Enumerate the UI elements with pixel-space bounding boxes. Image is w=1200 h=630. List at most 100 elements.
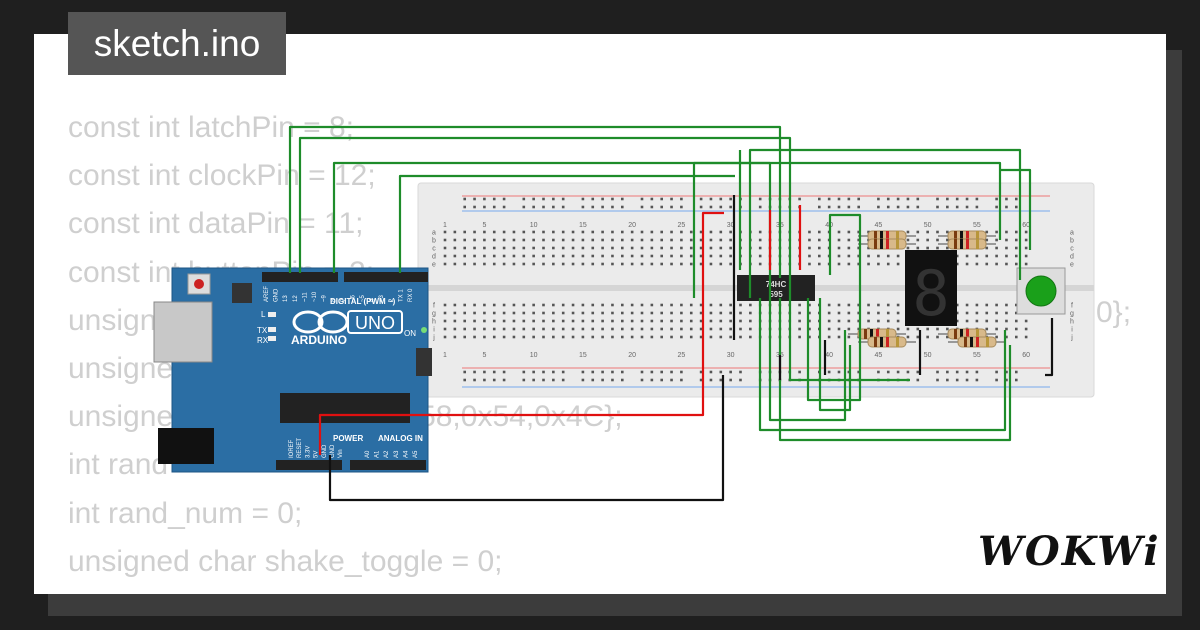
arduino-uno-board: UNO ARDUINO DIGITAL (PWM ~) POWER ANALOG… <box>153 267 432 473</box>
code-line: int rand_num = 0; <box>68 496 303 530</box>
column-number: 20 <box>628 222 636 229</box>
column-number: 20 <box>628 352 636 359</box>
column-number: 25 <box>678 222 686 229</box>
row-letter: j <box>1070 335 1073 342</box>
wires <box>288 125 1054 502</box>
column-number: 30 <box>727 222 735 229</box>
row-letter: a <box>432 230 436 237</box>
chip-label-line1: 74HC <box>766 280 787 289</box>
column-number: 45 <box>875 222 883 229</box>
shift-register-74hc595[interactable]: 74HC 595 <box>737 275 815 301</box>
seven-segment-digit: 8 <box>912 257 949 330</box>
pin-label: ~9 <box>322 294 328 302</box>
row-letter: i <box>433 327 435 334</box>
analog-header-label: ANALOG IN <box>378 434 423 443</box>
column-number: 60 <box>1022 222 1030 229</box>
row-letter: b <box>432 238 436 245</box>
pin-label: 8 <box>331 298 337 302</box>
column-number: 55 <box>973 352 981 359</box>
pin-label: A5 <box>413 450 419 458</box>
column-number: 50 <box>924 352 932 359</box>
pin-label: TX 1 <box>398 289 404 302</box>
column-number: 5 <box>482 222 486 229</box>
usb-port-icon <box>153 301 213 363</box>
pin-label: 13 <box>283 295 289 302</box>
pin-label: ~10 <box>312 291 318 302</box>
row-letter: e <box>432 262 436 269</box>
chip-label-line2: 595 <box>769 290 783 299</box>
row-letter: g <box>1070 311 1074 318</box>
pin-label: ~11 <box>302 292 308 302</box>
pin-label: A4 <box>403 450 409 458</box>
row-letter: f <box>1071 303 1073 310</box>
row-letter: c <box>1070 246 1074 253</box>
code-line: const int dataPin = 11; <box>68 207 364 241</box>
row-letter: d <box>432 254 436 261</box>
wokwi-logo[interactable]: WOKWi <box>978 528 1161 575</box>
seven-segment-display[interactable]: 8 <box>905 250 957 330</box>
row-letter: d <box>1070 254 1074 261</box>
push-button[interactable] <box>1016 267 1066 315</box>
column-number: 25 <box>678 352 686 359</box>
atmega-chip-icon <box>280 393 410 423</box>
row-letter: f <box>433 303 435 310</box>
column-number: 15 <box>579 222 587 229</box>
code-line: unsigned char shake_toggle = 0; <box>68 544 503 578</box>
pin-label: ~5 <box>360 294 366 302</box>
pin-label: A0 <box>365 450 371 458</box>
column-number: 10 <box>530 222 538 229</box>
row-letter: b <box>1070 238 1074 245</box>
power-header-label: POWER <box>333 434 363 443</box>
column-number: 50 <box>924 222 932 229</box>
file-name-label[interactable]: sketch.ino <box>68 12 286 75</box>
pin-label: ~6 <box>350 294 356 302</box>
pin-label: ~3 <box>379 294 385 302</box>
button-cap-icon <box>1025 275 1057 307</box>
code-line: int index = 0; <box>68 586 623 594</box>
pin-label: 12 <box>293 295 299 302</box>
code-line: const int clockPin = 12; <box>68 159 376 193</box>
pin-label: RX 0 <box>408 288 414 302</box>
pin-label: GND <box>322 444 328 458</box>
column-number: 45 <box>875 352 883 359</box>
resistors <box>848 230 1006 348</box>
pin-label: 5V <box>314 451 320 458</box>
column-number: 5 <box>482 352 486 359</box>
pin-label: RESET <box>297 438 303 458</box>
pin-label: AREF <box>264 286 270 302</box>
column-number: 60 <box>1022 352 1030 359</box>
pin-label: A2 <box>384 450 390 458</box>
column-number: 55 <box>973 222 981 229</box>
pin-label: 4 <box>370 298 376 302</box>
pin-label: 2 <box>389 298 395 302</box>
reset-button-icon <box>194 279 204 289</box>
row-letter: j <box>432 335 435 342</box>
power-jack-icon <box>158 428 214 464</box>
column-number: 40 <box>825 352 833 359</box>
pin-label: 7 <box>341 298 347 302</box>
pin-label: GND <box>274 288 280 302</box>
row-letter: a <box>1070 230 1074 237</box>
pin-label: IOREF <box>289 439 295 458</box>
on-led-label: ON <box>404 329 416 338</box>
pin-label: 3.3V <box>305 446 311 458</box>
column-number: 1 <box>443 222 447 229</box>
pin-label: Vin <box>338 449 344 458</box>
column-number: 15 <box>579 352 587 359</box>
digital-header-label: DIGITAL (PWM ~) <box>330 297 396 306</box>
l-led-label: L <box>261 310 266 319</box>
column-number: 10 <box>530 352 538 359</box>
pin-label: A3 <box>394 450 400 458</box>
row-letter: g <box>432 311 436 318</box>
row-letter: h <box>432 319 436 326</box>
code-fragment-right: 0}; <box>1096 296 1132 329</box>
pin-label: GND <box>330 444 336 458</box>
board-name-label: UNO <box>355 313 395 333</box>
brand-label: ARDUINO <box>291 333 347 347</box>
rx-led-label: RX <box>257 336 269 345</box>
